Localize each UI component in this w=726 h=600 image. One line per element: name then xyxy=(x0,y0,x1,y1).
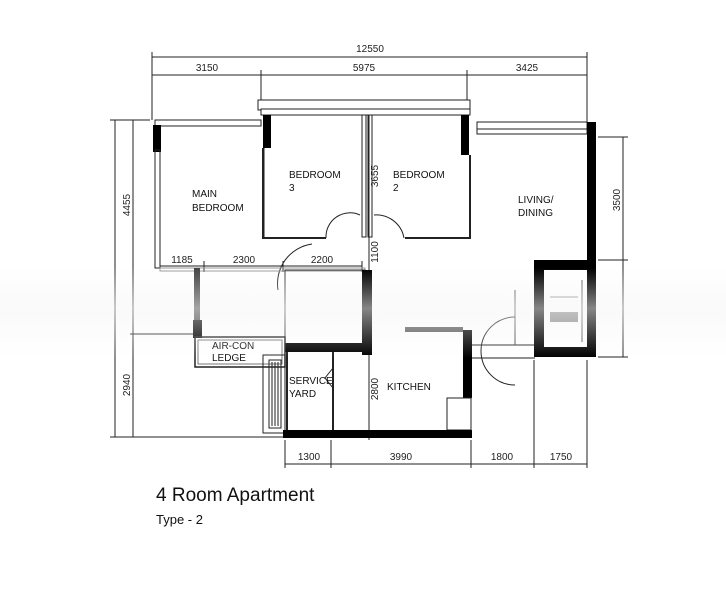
label-service-yard-1: SERVICE xyxy=(289,376,333,387)
dim-bottom-4: 1750 xyxy=(550,452,573,463)
plan-subtitle: Type - 2 xyxy=(156,512,203,527)
dim-top-3: 3425 xyxy=(516,63,539,74)
label-bedroom-2-2: 2 xyxy=(393,183,399,194)
label-main-bedroom-2: BEDROOM xyxy=(192,203,244,214)
dim-corridor-1: 1185 xyxy=(171,255,193,266)
label-kitchen: KITCHEN xyxy=(387,382,431,393)
dim-bottom-1: 1300 xyxy=(298,452,321,463)
dim-top-total: 12550 xyxy=(356,44,384,55)
dim-left-2: 2940 xyxy=(122,373,133,396)
label-service-yard-2: YARD xyxy=(289,389,316,400)
dim-inner-vertical-2: 1100 xyxy=(370,241,381,263)
dim-left-1: 4455 xyxy=(122,193,133,216)
dim-corridor-3: 2200 xyxy=(311,255,334,266)
dim-top-1: 3150 xyxy=(196,63,219,74)
label-aircon-ledge-1: AIR-CON xyxy=(212,341,254,352)
dim-corridor-2: 2300 xyxy=(233,255,256,266)
plan-title: 4 Room Apartment xyxy=(156,485,315,506)
dimension-labels: 12550 3150 5975 3425 4455 2940 3500 3655… xyxy=(122,44,623,463)
label-bedroom-2-1: BEDROOM xyxy=(393,170,445,181)
label-bedroom-3-2: 3 xyxy=(289,183,295,194)
dim-kitchen-vertical: 2800 xyxy=(370,377,381,400)
label-bedroom-3-1: BEDROOM xyxy=(289,170,341,181)
label-main-bedroom-1: MAIN xyxy=(192,189,217,200)
dimension-lines xyxy=(110,52,628,468)
label-living-dining-2: DINING xyxy=(518,208,553,219)
dim-right: 3500 xyxy=(612,188,623,211)
dim-top-2: 5975 xyxy=(353,63,376,74)
dim-bottom-2: 3990 xyxy=(390,452,413,463)
label-aircon-ledge-2: LEDGE xyxy=(212,353,246,364)
label-living-dining-1: LIVING/ xyxy=(518,195,554,206)
dim-bottom-3: 1800 xyxy=(491,452,514,463)
room-labels: MAIN BEDROOM BEDROOM 3 BEDROOM 2 LIVING/… xyxy=(192,170,554,400)
dim-inner-vertical-1: 3655 xyxy=(370,164,381,187)
